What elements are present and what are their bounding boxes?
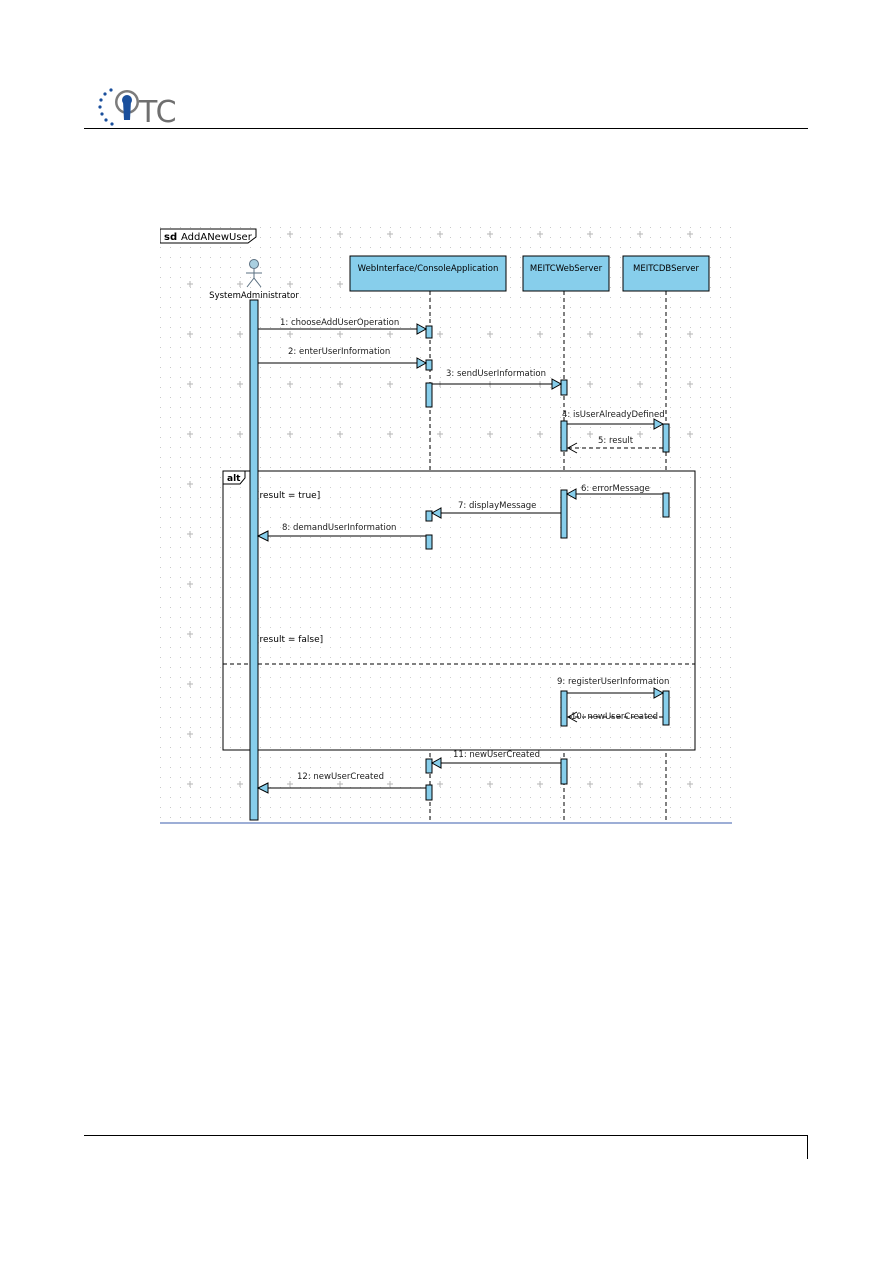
message-7: 7: displayMessage — [430, 501, 561, 519]
participant-label: MEITCWebServer — [530, 264, 603, 274]
participant-webserver: MEITCWebServer — [522, 255, 610, 292]
message-10: 10: newUserCreated — [566, 711, 663, 723]
guard-false: [result = false] — [256, 635, 323, 645]
activation-bar — [560, 758, 568, 785]
message-label: 7: displayMessage — [458, 501, 536, 511]
eu-stars-icon — [98, 88, 114, 126]
guard-true: [result = true] — [256, 491, 320, 501]
participant-webinterface: WebInterface/ConsoleApplication — [349, 255, 507, 292]
message-2: 2: enterUserInformation — [258, 347, 428, 369]
message-12: 12: newUserCreated — [256, 772, 426, 794]
activation-bar — [425, 510, 433, 522]
message-9: 9: registerUserInformation — [557, 677, 669, 699]
participant-dbserver: MEITCDBServer — [622, 255, 710, 292]
message-label: 1: chooseAddUserOperation — [280, 318, 399, 328]
actor-icon — [246, 259, 262, 288]
message-label: 4: isUserAlreadyDefined — [562, 410, 665, 420]
activation-bar — [662, 690, 670, 726]
activation-bar — [425, 534, 433, 550]
message-label: 9: registerUserInformation — [557, 677, 669, 687]
footer-tick — [807, 1135, 808, 1159]
diagram-frame-tab: sd AddANewUser — [160, 228, 257, 244]
sequence-diagram: sd AddANewUser SystemAdministrator WebIn… — [160, 227, 735, 824]
message-11: 11: newUserCreated — [430, 750, 561, 769]
participant-label: MEITCDBServer — [633, 264, 699, 274]
activation-bar — [560, 379, 568, 396]
alt-fragment: alt [result = true] [result = false] — [222, 470, 696, 751]
activation-actor — [249, 299, 259, 821]
message-4: 4: isUserAlreadyDefined — [562, 410, 665, 430]
activation-bar — [560, 690, 568, 727]
activation-bar — [425, 325, 433, 339]
keyhole-icon — [115, 90, 139, 120]
logo-text: TC — [138, 95, 177, 128]
message-label: 8: demandUserInformation — [282, 523, 396, 533]
activation-bar — [560, 420, 568, 452]
message-3: 3: sendUserInformation — [432, 369, 563, 390]
activation-bar — [425, 758, 433, 774]
message-label: 11: newUserCreated — [453, 750, 540, 760]
frame-kind: sd — [164, 232, 177, 243]
activation-bars — [425, 325, 670, 801]
message-label: 3: sendUserInformation — [446, 369, 546, 379]
message-1: 1: chooseAddUserOperation — [258, 318, 428, 335]
message-label: 12: newUserCreated — [297, 772, 384, 782]
participant-label: WebInterface/ConsoleApplication — [358, 264, 499, 274]
activation-bar — [425, 784, 433, 801]
header-rule — [84, 128, 808, 129]
message-8: 8: demandUserInformation — [256, 523, 426, 542]
message-label: 2: enterUserInformation — [288, 347, 390, 357]
activation-bar — [560, 489, 568, 539]
message-6: 6: errorMessage — [565, 484, 663, 500]
footer-rule — [84, 1135, 808, 1136]
message-label: 6: errorMessage — [581, 484, 650, 494]
activation-bar — [662, 492, 670, 518]
frame-name: AddANewUser — [181, 232, 253, 243]
message-5: 5: result — [566, 436, 663, 454]
activation-bar — [662, 423, 670, 453]
itc-logo: TC — [98, 88, 177, 128]
alt-operator: alt — [227, 474, 241, 484]
activation-bar — [425, 382, 433, 408]
message-label: 10: newUserCreated — [571, 712, 658, 722]
actor-label: SystemAdministrator — [209, 291, 299, 301]
activation-bar — [425, 359, 433, 371]
message-label: 5: result — [598, 436, 634, 446]
